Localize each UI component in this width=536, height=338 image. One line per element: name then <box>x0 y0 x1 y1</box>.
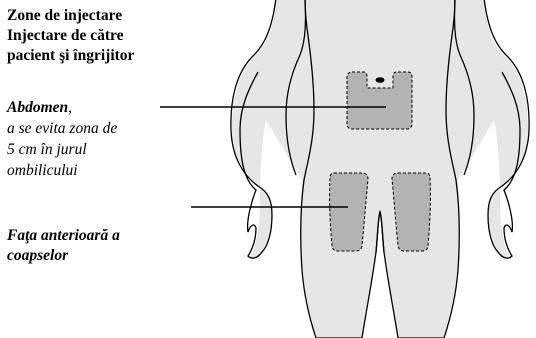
diagram-title: Zone de injectare Injectare de către pac… <box>7 6 134 66</box>
abdomen-label-line-1: Abdomen, <box>7 97 117 118</box>
torso-and-legs <box>301 0 460 338</box>
title-line-2: Injectare de către <box>7 26 134 46</box>
thigh-label-line-1: Faţa anterioară a <box>7 226 120 246</box>
abdomen-label-line-2: a se evita zona de <box>7 118 117 139</box>
title-line-3: pacient şi îngrijitor <box>7 46 134 66</box>
abdomen-label-bold: Abdomen <box>7 99 68 116</box>
abdomen-label-line-3: 5 cm în jurul <box>7 139 117 160</box>
left-thigh-zone <box>330 173 368 251</box>
title-line-1: Zone de injectare <box>7 6 134 26</box>
thigh-label: Faţa anterioară a coapselor <box>7 226 120 266</box>
right-thigh-zone <box>392 173 430 251</box>
navel <box>376 77 385 83</box>
thigh-label-line-2: coapselor <box>7 246 120 266</box>
abdomen-label-line-4: ombilicului <box>7 160 117 181</box>
abdomen-label-comma: , <box>68 99 72 116</box>
abdomen-label: Abdomen, a se evita zona de 5 cm în juru… <box>7 97 117 181</box>
